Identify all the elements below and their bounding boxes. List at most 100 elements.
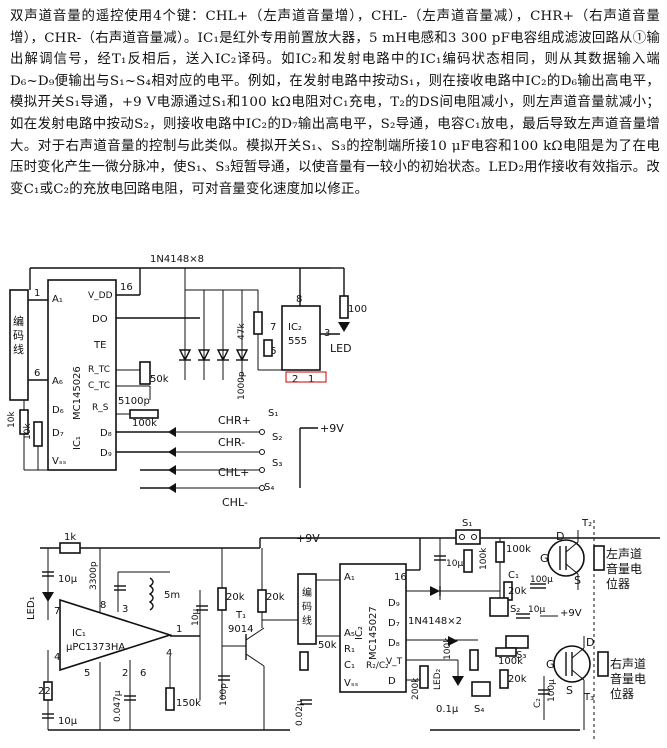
c3300p-label: 3300p [89,561,99,590]
pin-ctc: C_TC [88,381,110,391]
led2-icon [452,676,464,686]
r100k-b-label: 100k [506,544,531,555]
encoder-line-box [9,289,29,401]
resistor-150k [165,687,175,711]
ic1-b-name: IC₁ [72,628,86,639]
ic1-p4b: 4 [166,648,172,659]
t1-label: T₁ [235,610,246,621]
switch-s2-top: S₂ [272,432,282,443]
right-pot-label: 右声道音量电位器 [610,656,646,701]
t2-g-label: G [540,552,549,565]
diode-array [178,268,258,380]
r10k-a-label: 10k [7,411,17,428]
left-pot-element [593,545,605,571]
resistor-100k-rs [129,409,159,419]
ic2-p2: 2 [292,374,298,385]
t3-d-label: D [586,636,594,649]
c2-b-label: C₂ [533,698,543,708]
resistor-100 [339,295,349,319]
c100p-label: 100p [219,683,229,706]
c1-b-label: C₁ [508,570,519,581]
ic2-d: D [388,676,396,687]
c002u-label: 0.02μ [295,700,305,726]
pin-te: TE [93,340,106,351]
resistor-200k [419,665,429,689]
c1-val: 100μ [530,575,553,585]
c10u-d-label: 10μ [446,559,463,569]
supply-9v-right: +9V [560,608,582,619]
led-icon-top [338,322,350,332]
pin-a6: A₆ [52,376,63,387]
pin-a1: A₁ [52,294,63,305]
r100k-a-label: 100k [479,547,489,570]
r22-label: 22 [38,686,51,697]
switch-s1-bottom [455,529,481,545]
led-label-top: LED [330,342,352,355]
ic1-p7: 7 [54,606,60,617]
diodes-label: 1N4148×8 [150,254,204,265]
resistor-22 [43,681,53,701]
encoder-line-box-bottom [297,573,317,645]
ic2-p8: 8 [296,294,302,305]
pin-d7: D₇ [52,428,64,439]
led2-label: LED₂ [433,668,443,690]
resistor-20k-d [499,669,509,689]
c1000p-label: 1000p [237,371,247,400]
switch-s3-bottom [505,635,529,649]
switch-s3-top: S₃ [272,458,282,469]
t3-s-label: S [566,684,573,697]
r47k-label: 47k [237,323,247,340]
resistor-50k-b [299,651,309,671]
ic2-mc145027 [339,563,407,693]
r100k-d-label: 100k [443,637,453,660]
pin-rs: R_S [92,403,109,413]
ic1-mc145026 [47,279,117,471]
c10u-b-label: 10μ [58,716,78,727]
r100k-c-label: 100k [498,656,523,667]
switch-chr-plus: CHR+ [218,414,251,427]
r50k-b-label: 50k [318,640,337,651]
pin-do: DO [92,314,108,325]
ic2-p7: 7 [270,322,276,333]
switch-chr-minus: CHR- [218,436,245,449]
ic2-d7: D₇ [388,618,400,629]
top-transmitter-circuit: 编码线 1 6 A₁ A₆ D₆ D₇ Vₛₛ V_DD DO TE R_TC … [7,254,367,509]
pin-vss: Vₛₛ [52,456,67,467]
switch-s2-bottom [489,597,509,617]
supply-9v-bottom: +9V [296,532,320,545]
pin-rtc: R_TC [88,365,110,375]
c01u-label: 0.1μ [436,704,459,715]
left-pot-text: 左声道音量电位器 [606,546,642,591]
t3-label: T₃ [583,692,594,703]
ic1-upc1373ha [59,598,173,672]
ic1-p4: 4 [54,652,60,663]
left-pot-label: 左声道音量电位器 [606,546,642,591]
supply-9v-top: +9V [320,422,344,435]
r150k-label: 150k [176,698,201,709]
pin-16-label: 16 [120,282,133,293]
inductor-5m [148,577,154,611]
ic1-p1: 1 [176,624,182,635]
resistor-100k-b [495,541,505,563]
r50k-label: 50k [150,374,169,385]
r100k-label: 100k [132,418,157,429]
ic1-p8: 8 [100,600,106,611]
c10u-a-label: 10μ [58,574,78,585]
switch-s4-bottom [471,681,491,697]
c10u-c-label: 10μ [191,609,201,626]
ic2-r2c2: R₂/C₂ [366,661,389,671]
s2-b-label: S₂ [510,604,520,615]
pin-d6: D₆ [52,405,64,416]
ic1-top-part: MC145026 [72,366,83,420]
resistor-20k-a [217,587,227,611]
ic1-p3: 3 [122,604,128,615]
r10k-b-label: 10k [23,423,33,440]
led1-label: LED₁ [26,596,37,620]
resistor-10k-b [33,421,43,447]
ic2-d9: D₉ [388,598,400,609]
s4-b-label: S₄ [474,704,484,715]
ic2-555 [281,305,321,371]
ic2-c1: C₁ [344,660,355,671]
ic1-p2: 2 [122,668,128,679]
ic2-a1: A₁ [344,572,355,583]
